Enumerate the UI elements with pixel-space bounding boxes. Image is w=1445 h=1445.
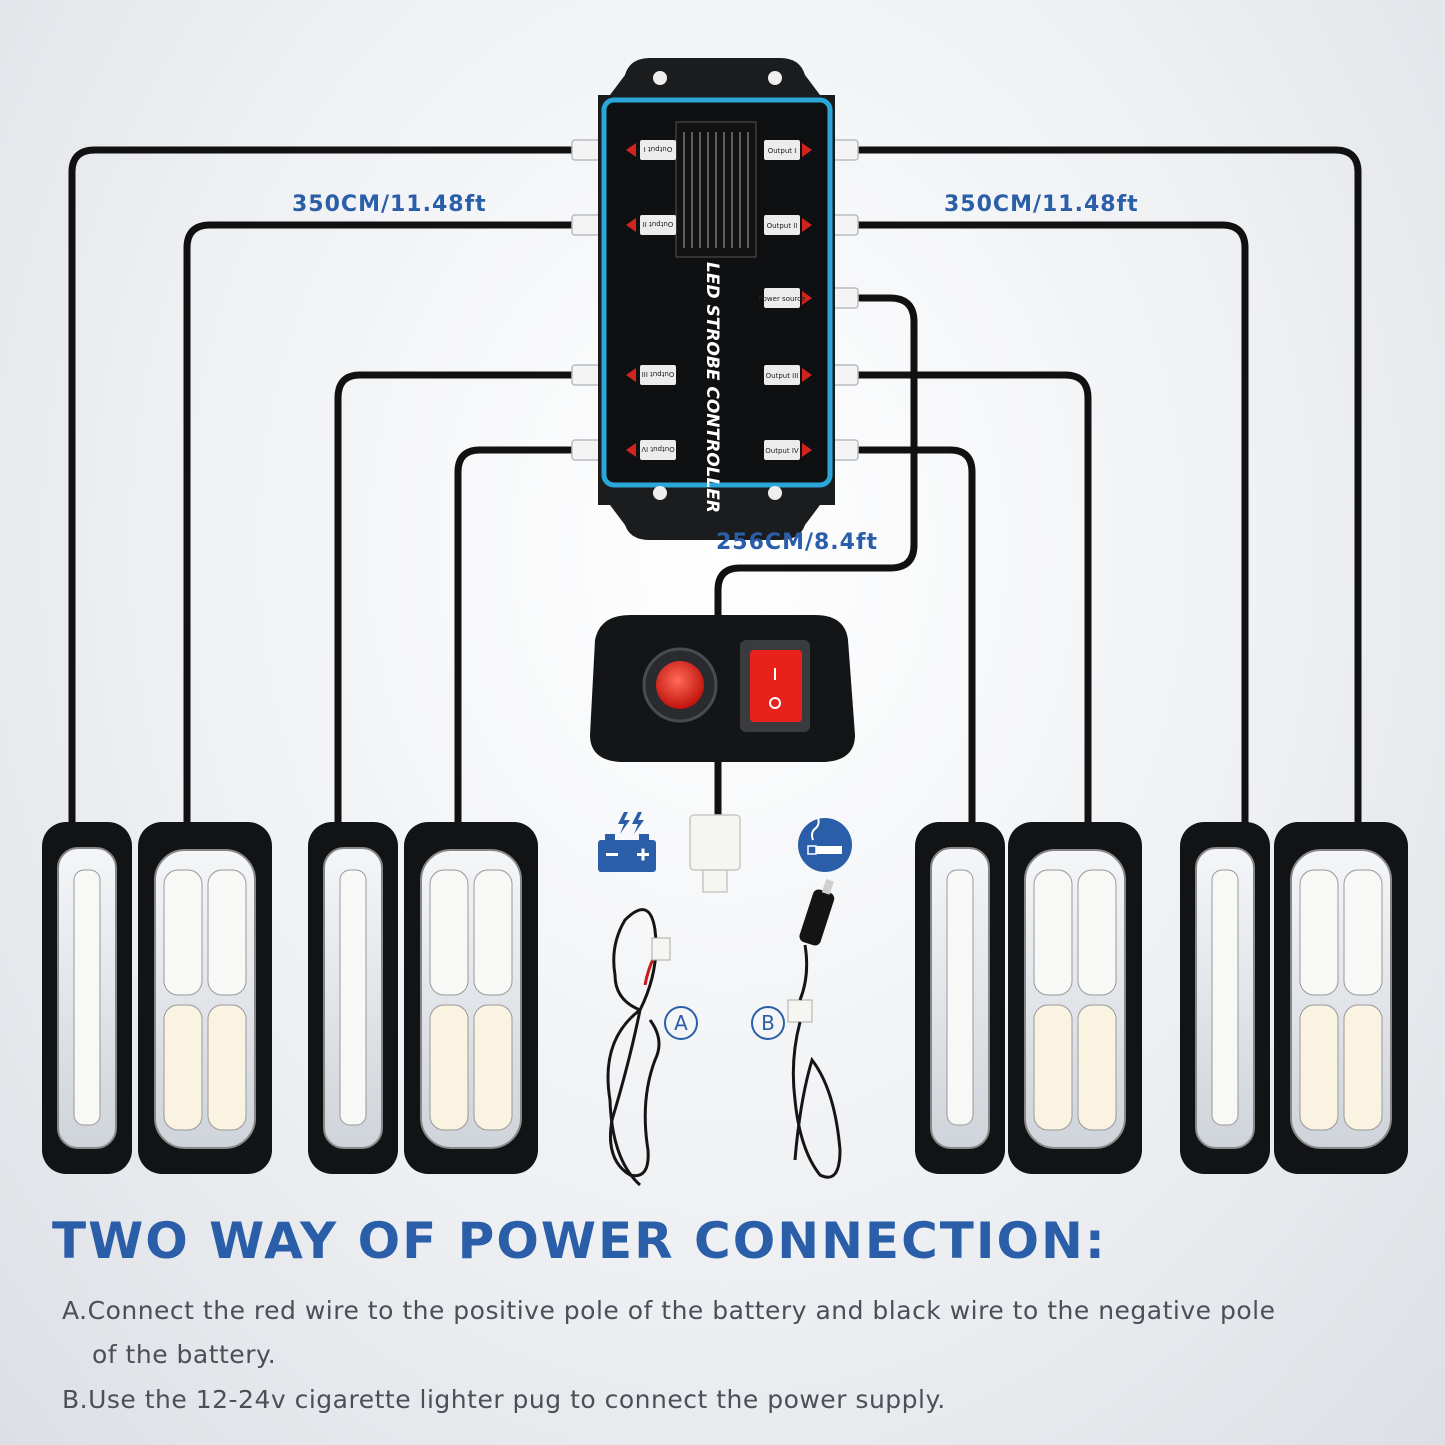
strobe-light-pair-3 <box>915 822 1142 1174</box>
port-label-right: Power source <box>759 295 806 303</box>
cigarette-lighter-icon <box>798 817 852 872</box>
port-label-left: Output I <box>644 145 673 153</box>
wire-left-2 <box>183 221 575 830</box>
controller-title: LED STROBE CONTROLLER <box>702 262 722 513</box>
strobe-light-pair-4 <box>1180 822 1408 1174</box>
wire-power <box>714 294 918 620</box>
wire-left-3 <box>334 371 575 825</box>
wire-right-2 <box>855 221 1249 830</box>
wire-right-3 <box>855 371 1092 830</box>
cable-length-left: 350CM/11.48ft <box>292 192 487 217</box>
cable-length-switch: 256CM/8.4ft <box>716 530 879 555</box>
port-label-right: Output IV <box>765 447 799 455</box>
battery-icon <box>598 812 656 872</box>
connectors <box>571 139 859 461</box>
rocker-switch-icon <box>590 615 855 762</box>
port-label-left: Output III <box>642 370 675 378</box>
wire-right-4 <box>855 446 976 825</box>
option-a-marker: A <box>664 1006 698 1040</box>
connector-plug-icon <box>689 814 741 893</box>
port-label-right: Output II <box>767 222 798 230</box>
strobe-controller: LED STROBE CONTROLLER <box>598 58 835 540</box>
instructions-heading: TWO WAY OF POWER CONNECTION: <box>52 1212 1107 1270</box>
wire-left-1 <box>68 146 575 825</box>
cigarette-plug-cable <box>787 878 842 1179</box>
wire-left-4 <box>454 446 575 830</box>
strobe-light-pair-2 <box>308 822 538 1174</box>
option-b-marker: B <box>751 1006 785 1040</box>
port-label-left: Output IV <box>641 445 675 453</box>
instruction-a-line1: A.Connect the red wire to the positive p… <box>62 1296 1276 1325</box>
cable-length-right: 350CM/11.48ft <box>944 192 1139 217</box>
wires <box>68 146 1362 830</box>
strobe-light-pair-1 <box>42 822 272 1174</box>
instruction-b: B.Use the 12-24v cigarette lighter pug t… <box>62 1385 946 1414</box>
wire-right-1 <box>855 146 1362 825</box>
battery-cable-plug <box>651 937 671 961</box>
port-label-right: Output I <box>768 147 797 155</box>
port-label-right: Output III <box>766 372 799 380</box>
port-label-left: Output II <box>643 220 674 228</box>
instruction-a-line2: of the battery. <box>92 1340 277 1369</box>
wiring-diagram: LED STROBE CONTROLLER <box>42 58 1408 1187</box>
